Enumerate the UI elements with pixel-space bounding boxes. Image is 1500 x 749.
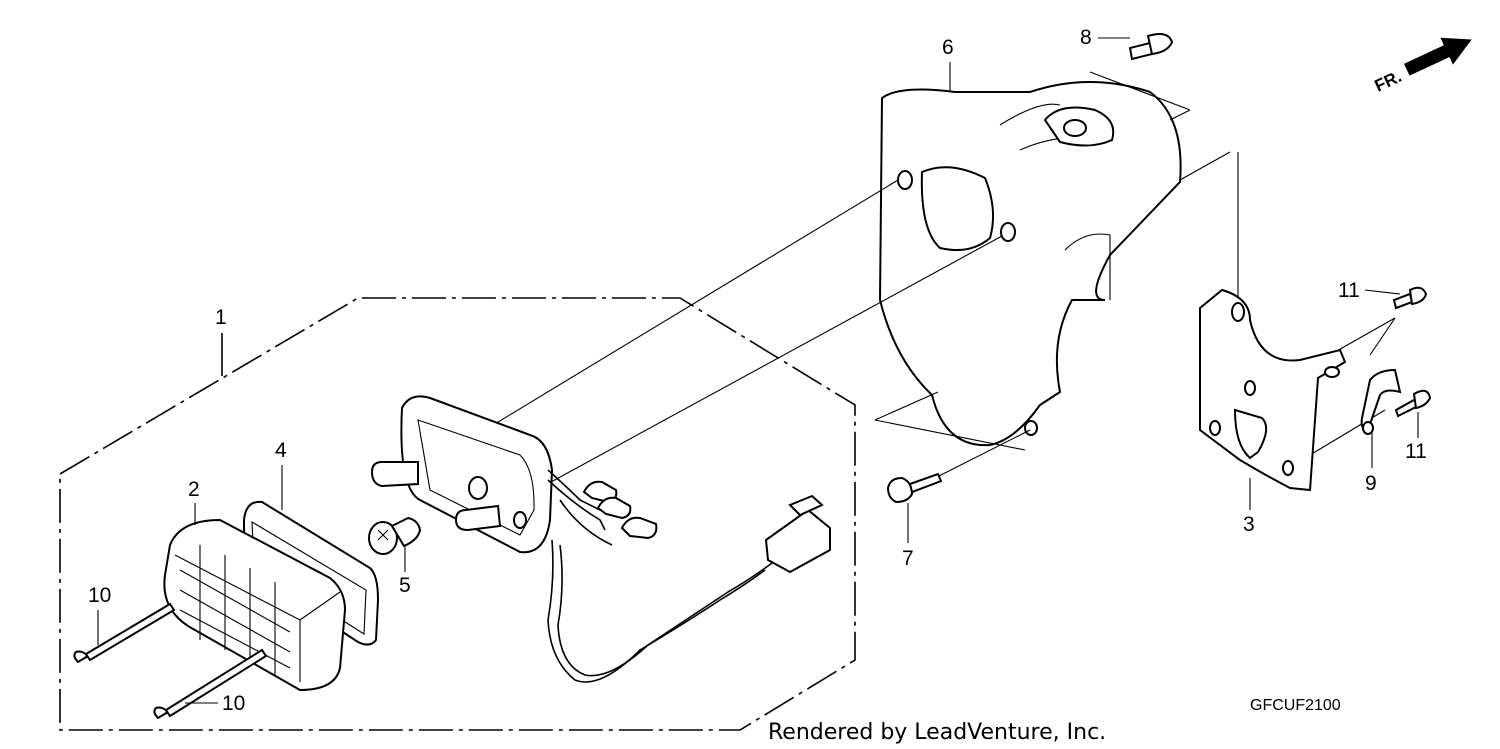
callout-11-top: 11 — [1338, 279, 1360, 302]
render-credit: Rendered by LeadVenture, Inc. — [768, 720, 1106, 745]
direction-label: FR. — [1372, 67, 1405, 96]
wire-harness — [547, 469, 831, 683]
bolt-7 — [886, 472, 943, 504]
callout-10-lower: 10 — [222, 692, 245, 715]
callout-6: 6 — [942, 36, 954, 59]
screw-11-bottom — [1394, 389, 1432, 418]
callout-leader-11-top — [1364, 289, 1401, 295]
callout-2: 2 — [188, 478, 200, 501]
bolt-8 — [1128, 33, 1174, 61]
callout-7: 7 — [902, 547, 914, 570]
bracket-part — [1199, 288, 1347, 492]
screw-10-lower — [153, 648, 268, 720]
bulb-part — [368, 516, 422, 555]
assembly-boundary — [59, 297, 856, 731]
rear-cover-part — [878, 81, 1182, 447]
screw-10-upper — [73, 602, 176, 664]
callout-5: 5 — [399, 574, 411, 597]
lens-part — [163, 518, 347, 692]
clamp-9 — [1360, 368, 1402, 435]
callout-3: 3 — [1243, 513, 1255, 536]
diagram-reference-code: GFCUF2100 — [1250, 697, 1341, 714]
callout-4: 4 — [275, 439, 287, 462]
callout-10-upper: 10 — [88, 584, 111, 607]
callout-1: 1 — [215, 306, 227, 329]
front-direction-indicator: FR. — [1372, 37, 1472, 96]
callout-11-bottom: 11 — [1405, 440, 1427, 463]
callout-9: 9 — [1365, 472, 1377, 495]
socket-housing — [370, 395, 554, 554]
screw-11-top — [1392, 286, 1428, 310]
callout-8: 8 — [1080, 26, 1092, 49]
arrow-right-icon — [1404, 37, 1472, 76]
